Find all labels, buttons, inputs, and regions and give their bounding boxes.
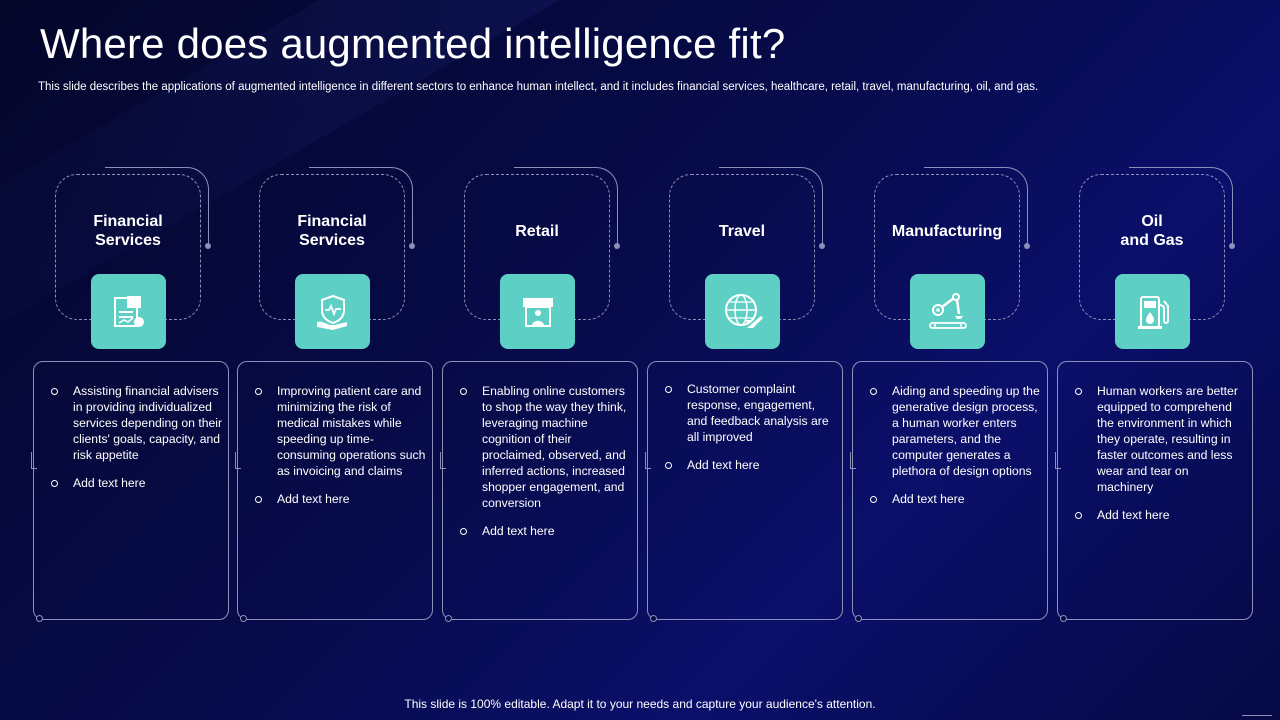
card-connector-dot <box>36 615 43 622</box>
sector-bullet-list: Improving patient care and minimizing th… <box>255 383 427 519</box>
card-connector-tick <box>31 468 37 469</box>
bullet-item: Human workers are better equipped to com… <box>1075 383 1247 495</box>
bullet-item: Add text here <box>460 523 632 539</box>
storefront-icon <box>522 297 553 327</box>
sector-icon-tile <box>1115 274 1190 349</box>
header-connector-arc <box>719 167 823 247</box>
robotic-arm-icon <box>928 292 967 329</box>
header-connector-arc <box>1129 167 1233 247</box>
card-connector-line <box>645 452 646 469</box>
sector-detail-card <box>1057 361 1253 620</box>
sector-column-healthcare: Financial Services Improving patient car… <box>235 0 433 720</box>
page-subtitle: This slide describes the applications of… <box>38 81 1039 93</box>
sector-icon-tile <box>910 274 985 349</box>
card-connector-line <box>440 452 441 469</box>
bullet-item: Add text here <box>1075 507 1247 523</box>
sector-label: Manufacturing <box>891 222 1003 240</box>
card-connector-dot <box>445 615 452 622</box>
card-connector-tick <box>235 468 241 469</box>
sector-detail-card <box>647 361 843 620</box>
fuel-pump-icon <box>1137 295 1169 329</box>
card-connector-tick <box>645 468 651 469</box>
card-connector-line <box>1055 452 1056 469</box>
sector-label: Oil and Gas <box>1120 213 1184 249</box>
header-connector-arc <box>924 167 1028 247</box>
header-connector-arc <box>309 167 413 247</box>
footer-note: This slide is 100% editable. Adapt it to… <box>404 697 876 711</box>
corner-divider <box>1242 715 1272 716</box>
bullet-item: Aiding and speeding up the generative de… <box>870 383 1042 479</box>
sector-icon-tile <box>91 274 166 349</box>
sector-bullet-list: Customer complaint response, engagement,… <box>665 381 837 485</box>
sector-icon-tile <box>705 274 780 349</box>
page-title: Where does augmented intelligence fit? <box>40 20 786 67</box>
header-connector-dot <box>819 243 825 249</box>
card-connector-line <box>850 452 851 469</box>
bullet-item: Customer complaint response, engagement,… <box>665 381 837 445</box>
card-connector-tick <box>440 468 446 469</box>
sector-detail-card <box>442 361 638 620</box>
healthcare-shield-icon <box>316 294 347 330</box>
sector-column-financial-services: Financial Services Assisting financial a… <box>31 0 229 720</box>
card-connector-tick <box>1055 468 1061 469</box>
bullet-item: Improving patient care and minimizing th… <box>255 383 427 479</box>
card-connector-tick <box>850 468 856 469</box>
bullet-item: Add text here <box>255 491 427 507</box>
sector-detail-card <box>33 361 229 620</box>
bullet-item: Enabling online customers to shop the wa… <box>460 383 632 511</box>
globe-airplane-icon <box>724 293 763 328</box>
bullet-item: Add text here <box>665 457 837 473</box>
sector-column-retail: Retail Enabling online customers to shop… <box>440 0 638 720</box>
bullet-item: Assisting financial advisers in providin… <box>51 383 223 463</box>
card-connector-line <box>235 452 236 469</box>
header-connector-arc <box>514 167 618 247</box>
sector-label: Financial Services <box>297 213 367 249</box>
sector-bullet-list: Enabling online customers to shop the wa… <box>460 383 632 551</box>
bullet-item: Add text here <box>51 475 223 491</box>
card-connector-dot <box>650 615 657 622</box>
sector-label: Travel <box>718 222 766 240</box>
sector-column-manufacturing: Manufacturing Aiding and speeding up the… <box>850 0 1048 720</box>
card-connector-dot <box>1060 615 1067 622</box>
sector-bullet-list: Aiding and speeding up the generative de… <box>870 383 1042 519</box>
header-connector-dot <box>1229 243 1235 249</box>
bullet-item: Add text here <box>870 491 1042 507</box>
sector-detail-card <box>852 361 1048 620</box>
sector-bullet-list: Assisting financial advisers in providin… <box>51 383 223 503</box>
sector-bullet-list: Human workers are better equipped to com… <box>1075 383 1247 535</box>
sector-icon-tile <box>500 274 575 349</box>
header-connector-dot <box>1024 243 1030 249</box>
financial-document-icon <box>113 295 144 327</box>
sector-detail-card <box>237 361 433 620</box>
card-connector-dot <box>240 615 247 622</box>
sector-column-travel: Travel Customer complaint response, enga… <box>645 0 843 720</box>
sector-label: Retail <box>515 222 559 240</box>
card-connector-line <box>31 452 32 469</box>
header-connector-dot <box>409 243 415 249</box>
sector-label: Financial Services <box>93 213 163 249</box>
sector-column-oil-and-gas: Oil and Gas Human workers are better equ… <box>1055 0 1253 720</box>
header-connector-arc <box>105 167 209 247</box>
header-connector-dot <box>614 243 620 249</box>
sector-icon-tile <box>295 274 370 349</box>
card-connector-dot <box>855 615 862 622</box>
header-connector-dot <box>205 243 211 249</box>
